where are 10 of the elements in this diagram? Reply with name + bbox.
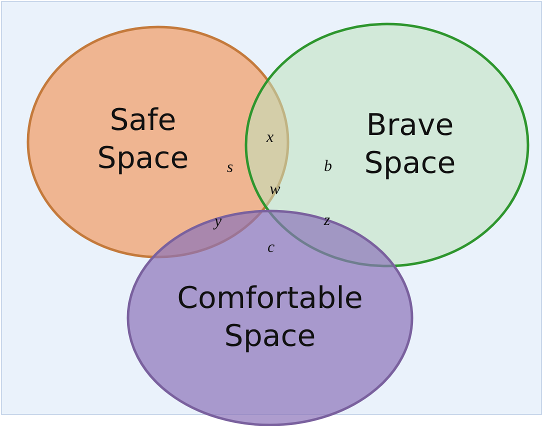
region-label: x <box>266 129 274 147</box>
region-label: s <box>226 159 234 177</box>
region-label: z <box>324 212 330 230</box>
region-label: c <box>267 239 275 257</box>
region-label: y <box>214 213 222 231</box>
region-label: b <box>324 158 332 176</box>
set-label: Safe Space <box>96 102 190 177</box>
set-label: Comfortable Space <box>176 280 364 355</box>
set-label: Brave Space <box>363 107 457 182</box>
region-label: w <box>270 181 280 199</box>
